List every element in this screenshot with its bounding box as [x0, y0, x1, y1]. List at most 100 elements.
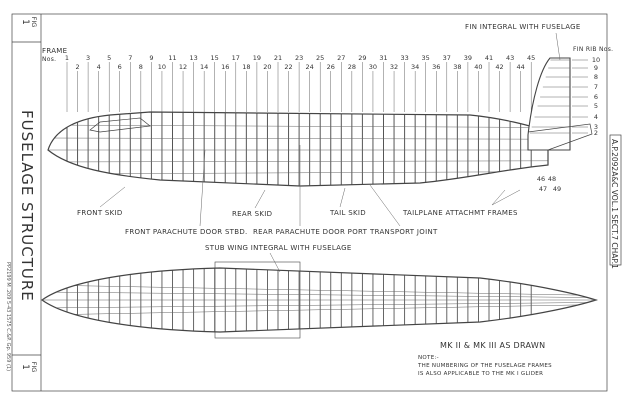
drawing-border [11, 13, 608, 392]
cockpit-canopy [89, 117, 151, 133]
frame-number-29: 29 [358, 54, 366, 62]
reference-box [609, 134, 622, 266]
note-line-1: THE NUMBERING OF THE FUSELAGE FRAMES [417, 363, 552, 369]
frame-number-14: 14 [200, 63, 208, 71]
leader-front-skid [99, 186, 126, 208]
callout-transport-joint: TRANSPORT JOINT [369, 228, 438, 236]
fig-label: FIG [30, 362, 38, 373]
frame-number-1: 1 [65, 54, 69, 62]
callout-front-parachute-door: FRONT PARACHUTE DOOR STBD. [125, 228, 248, 236]
note-line-2: IS ALSO APPLICABLE TO THE MK I GLIDER [418, 371, 543, 377]
tailplane [527, 123, 593, 151]
frame-number-24: 24 [306, 63, 314, 71]
frame-number-5: 5 [107, 54, 111, 62]
fin-rib-number-3: 3 [594, 123, 598, 131]
plan-stringer [42, 291, 596, 298]
note-heading: NOTE:- [418, 355, 439, 361]
frame-number-44: 44 [517, 63, 525, 71]
fin-rib-number-7: 7 [594, 83, 598, 91]
frame-number-11: 11 [168, 54, 176, 62]
frame-number-20: 20 [263, 63, 271, 71]
fin [527, 57, 571, 151]
frame-number-32: 32 [390, 63, 398, 71]
fin-rib-number-9: 9 [594, 64, 598, 72]
leader-tailplane-49 [491, 189, 521, 206]
plan-stringer [42, 304, 596, 316]
frame-number-25: 25 [316, 54, 324, 62]
tail-frame-number-49: 49 [553, 185, 561, 193]
frame-number-30: 30 [369, 63, 377, 71]
drawing-title: FUSELAGE STRUCTURE [18, 110, 36, 302]
tail-frame-number-48: 48 [548, 175, 556, 183]
frame-number-38: 38 [453, 63, 461, 71]
fig-number: 1 [20, 364, 30, 370]
frame-number-18: 18 [242, 63, 250, 71]
frame-number-28: 28 [348, 63, 356, 71]
marks-note: MK II & MK III AS DRAWN [440, 341, 545, 350]
frame-number-17: 17 [232, 54, 240, 62]
frame-heading: FRAME [42, 47, 67, 55]
frame-number-26: 26 [327, 63, 335, 71]
frame-number-21: 21 [274, 54, 282, 62]
frame-number-42: 42 [495, 63, 503, 71]
fin-rib-number-6: 6 [594, 93, 598, 101]
callout-tail-skid: TAIL SKID [329, 209, 366, 217]
fig-number: 1 [20, 19, 30, 25]
fin-ribs [530, 59, 570, 134]
plan-stringer [42, 284, 596, 296]
frame-number-40: 40 [474, 63, 482, 71]
frame-number-34: 34 [411, 63, 419, 71]
side-view-outline [47, 111, 549, 187]
frame-number-labels: 1234567891011121314151617181920212223242… [65, 54, 535, 112]
leader-tailplane-47 [491, 189, 506, 206]
frame-number-33: 33 [400, 54, 408, 62]
frame-number-41: 41 [485, 54, 493, 62]
frame-number-39: 39 [464, 54, 472, 62]
leader-front-door [199, 149, 206, 227]
fig-label: FIG [30, 17, 38, 28]
reference-label: A.P.2092A&C VOL.1 SECT.7 CHAP.1 [610, 139, 619, 269]
frame-number-27: 27 [337, 54, 345, 62]
tail-frame-number-47: 47 [539, 185, 547, 193]
frame-number-9: 9 [149, 54, 153, 62]
frame-number-16: 16 [221, 63, 229, 71]
fin-rib-number-5: 5 [594, 102, 598, 110]
callout-front-skid: FRONT SKID [77, 209, 123, 217]
fin-rib-number-10: 10 [592, 56, 600, 64]
frame-number-7: 7 [128, 54, 132, 62]
callout-fin-integral: FIN INTEGRAL WITH FUSELAGE [465, 23, 581, 31]
tail-frame-number-46: 46 [537, 175, 545, 183]
frame-number-13: 13 [189, 54, 197, 62]
frame-number-37: 37 [443, 54, 451, 62]
frame-number-45: 45 [527, 54, 535, 62]
leader-transport-joint [369, 184, 401, 227]
fin-rib-number-8: 8 [594, 73, 598, 81]
plan-stringer [42, 302, 596, 309]
frame-number-3: 3 [86, 54, 90, 62]
leader-rear-skid [254, 189, 266, 209]
frame-number-12: 12 [179, 63, 187, 71]
callout-rear-parachute-door: REAR PARACHUTE DOOR PORT [253, 228, 368, 236]
callout-tailplane-frames: TAILPLANE ATTACHMT FRAMES [402, 209, 518, 217]
fin-rib-number-4: 4 [594, 113, 598, 121]
leader-tail-skid [339, 187, 346, 208]
frame-number-35: 35 [422, 54, 430, 62]
frame-number-19: 19 [253, 54, 261, 62]
fig-box-bottom: FIG 1 [20, 362, 38, 373]
frame-number-2: 2 [75, 63, 79, 71]
side-stringer [48, 124, 548, 128]
frame-number-31: 31 [379, 54, 387, 62]
frame-number-8: 8 [139, 63, 143, 71]
fin-rib-number-2: 2 [594, 129, 598, 137]
fig-box-top: FIG 1 [20, 17, 38, 28]
leader-fin [555, 32, 561, 61]
leader-stub-wing [269, 252, 281, 273]
callout-rear-skid: REAR SKID [232, 210, 272, 218]
fin-rib-heading: FIN RIB Nos. [573, 46, 613, 53]
frame-number-43: 43 [506, 54, 514, 62]
frame-number-4: 4 [97, 63, 101, 71]
frame-number-15: 15 [211, 54, 219, 62]
